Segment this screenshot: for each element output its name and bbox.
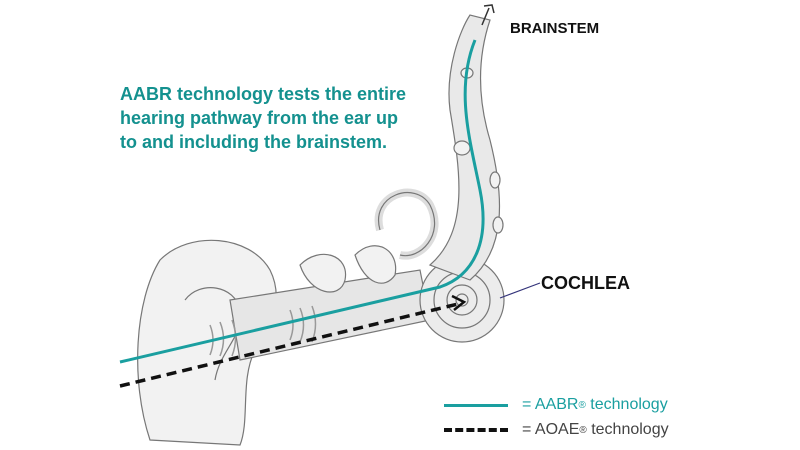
cochlea-label: COCHLEA bbox=[541, 273, 630, 293]
solid-line-swatch bbox=[444, 403, 508, 407]
legend-label: = AOAE bbox=[522, 421, 580, 438]
ear-drawing bbox=[137, 14, 505, 446]
legend-label-suffix: technology bbox=[585, 396, 668, 413]
aoae-pathway-line bbox=[119, 301, 463, 388]
dashed-line-swatch bbox=[444, 428, 508, 432]
registered-mark: ® bbox=[579, 424, 587, 436]
legend-label: = AABR bbox=[522, 396, 579, 413]
caption-text: AABR technology tests the entire hearing… bbox=[120, 84, 407, 152]
aabr-pathway-line bbox=[119, 39, 485, 364]
arrow-up-icon bbox=[481, 4, 495, 26]
cochlea-pointer-line bbox=[499, 282, 541, 299]
arrowhead-icon bbox=[451, 294, 467, 311]
legend-label-suffix: technology bbox=[586, 421, 669, 438]
registered-mark: ® bbox=[578, 399, 586, 411]
legend-item-aabr: = AABR® technology bbox=[444, 396, 668, 414]
legend-item-aoae: = AOAE® technology bbox=[444, 421, 669, 439]
sound-waves bbox=[209, 305, 317, 357]
brainstem-label: BRAINSTEM bbox=[510, 20, 600, 37]
